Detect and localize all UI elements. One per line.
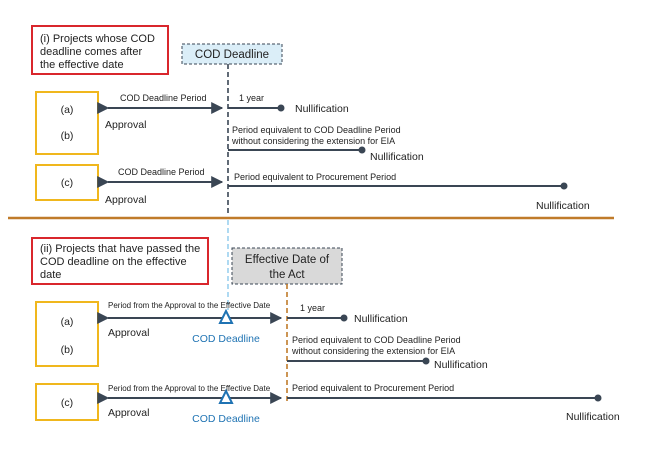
bottom-row-ab-box bbox=[35, 301, 99, 367]
top-header-box bbox=[31, 25, 169, 75]
top-row-a-end-label: Nullification bbox=[295, 103, 349, 115]
bottom-header-box bbox=[31, 237, 209, 285]
bottom-row-a-end-dot bbox=[340, 314, 348, 322]
bottom-header-line-1: (ii) Projects that have passed the bbox=[40, 243, 200, 255]
top-row-b-end-label: Nullification bbox=[370, 151, 424, 163]
bottom-row-c-end-label: Nullification bbox=[566, 411, 620, 423]
effective-date-line-2: the Act bbox=[269, 269, 305, 281]
top-row-b-label-2: without considering the extension for EI… bbox=[231, 136, 395, 146]
cod-deadline-box-label: COD Deadline bbox=[195, 49, 269, 61]
top-header-line-2: deadline comes after bbox=[40, 46, 142, 58]
bottom-header-line-3: date bbox=[40, 269, 61, 281]
bottom-row-c-box bbox=[35, 383, 99, 421]
bottom-row-a-end-label: Nullification bbox=[354, 313, 408, 325]
top-approval-a: Approval bbox=[105, 119, 146, 131]
top-row-b-end-dot bbox=[358, 146, 366, 154]
bottom-row-label-a: (a) bbox=[61, 316, 74, 328]
cod-deadline-box bbox=[181, 43, 283, 65]
bottom-row-a-left-label: Period from the Approval to the Effectiv… bbox=[108, 301, 271, 310]
top-row-b-label-1: Period equivalent to COD Deadline Period bbox=[232, 125, 401, 135]
top-row-a-left-label: COD Deadline Period bbox=[120, 93, 207, 103]
bottom-row-b-label-2: without considering the extension for EI… bbox=[291, 346, 455, 356]
top-approval-c: Approval bbox=[105, 194, 146, 206]
cod-deadline-marker-c-label: COD Deadline bbox=[192, 413, 260, 425]
effective-date-line-1: Effective Date of bbox=[245, 254, 330, 266]
bottom-row-label-c: (c) bbox=[61, 397, 73, 409]
top-row-a-right-label: 1 year bbox=[239, 93, 264, 103]
bottom-row-label-b: (b) bbox=[61, 344, 74, 356]
top-row-c-box bbox=[35, 164, 99, 201]
bottom-row-c-end-dot bbox=[594, 394, 602, 402]
bottom-approval-a: Approval bbox=[108, 327, 149, 339]
bottom-row-c-right-label: Period equivalent to Procurement Period bbox=[292, 383, 454, 393]
bottom-row-b-label-1: Period equivalent to COD Deadline Period bbox=[292, 335, 461, 345]
bottom-approval-c: Approval bbox=[108, 407, 149, 419]
bottom-row-b-end-label: Nullification bbox=[434, 359, 488, 371]
effective-date-box bbox=[231, 247, 343, 285]
bottom-row-c-left-label: Period from the Approval to the Effectiv… bbox=[108, 384, 271, 393]
top-header-line-3: the effective date bbox=[40, 59, 124, 71]
cod-deadline-marker-c bbox=[218, 388, 234, 404]
top-row-c-end-dot bbox=[560, 182, 568, 190]
top-row-ab-box bbox=[35, 91, 99, 155]
top-header-line-1: (i) Projects whose COD bbox=[40, 33, 155, 45]
bottom-header-line-2: COD deadline on the effective bbox=[40, 256, 187, 268]
cod-deadline-marker-a bbox=[218, 308, 234, 324]
top-row-label-c: (c) bbox=[61, 177, 73, 189]
top-row-label-b: (b) bbox=[61, 130, 74, 142]
bottom-row-b-end-dot bbox=[422, 357, 430, 365]
top-row-c-end-label: Nullification bbox=[536, 200, 590, 212]
bottom-row-a-right-label: 1 year bbox=[300, 303, 325, 313]
top-row-c-left-label: COD Deadline Period bbox=[118, 167, 205, 177]
top-row-c-right-label: Period equivalent to Procurement Period bbox=[234, 172, 396, 182]
cod-deadline-marker-a-label: COD Deadline bbox=[192, 333, 260, 345]
top-row-label-a: (a) bbox=[61, 104, 74, 116]
top-row-a-end-dot bbox=[277, 104, 285, 112]
